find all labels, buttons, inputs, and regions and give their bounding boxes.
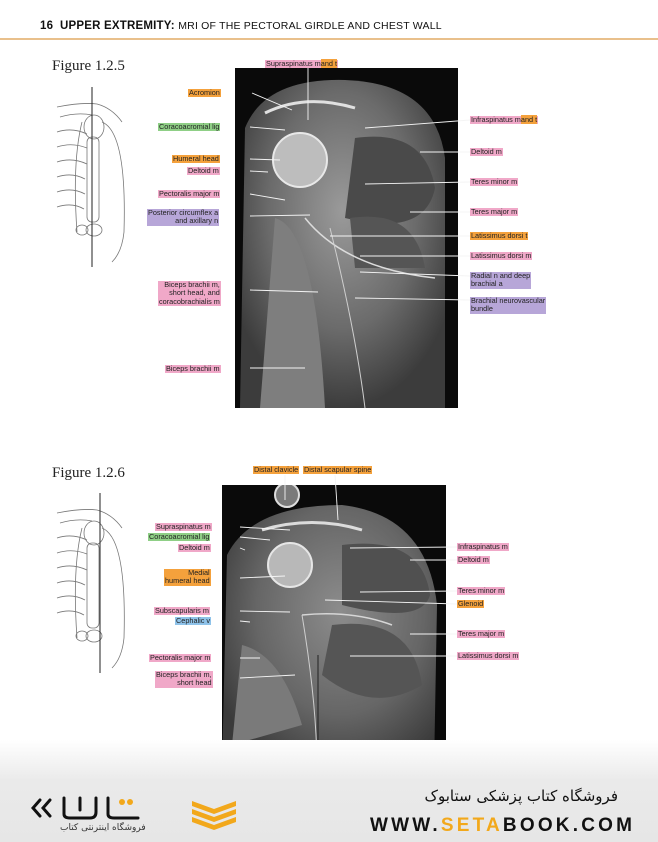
mri-image-figure-1-2-5 — [235, 68, 458, 408]
label-deltoid-left: Deltoid m — [187, 166, 220, 176]
store-name: فروشگاه کتاب پزشکی ستابوک — [424, 787, 618, 805]
label-humeral-head: Humeral head — [172, 154, 220, 164]
website-url[interactable]: WWW.SETABOOK.COM — [370, 815, 635, 837]
label-subscapularis: Subscapularis m — [154, 606, 210, 616]
label-supraspinatus: Supraspinatus mand t — [265, 59, 338, 69]
logo-tagline: فروشگاه اینترنتی کتاب — [60, 823, 146, 833]
label-biceps-short-head: Biceps brachii m, short head, and coraco… — [158, 280, 221, 306]
label-supraspinatus-muscle: Supraspinatus m — [266, 59, 321, 68]
figure-1-2-6-title: Figure 1.2.6 — [52, 465, 125, 481]
label-distal-scapular-spine: Distal scapular spine — [303, 465, 373, 475]
label-teres-minor: Teres minor m — [470, 177, 519, 187]
label-pectoralis-major: Pectoralis major m — [158, 189, 221, 199]
label-supraspinatus-tendon: and t — [320, 59, 337, 68]
figure-1-2-5-title: Figure 1.2.5 — [52, 58, 125, 74]
label-cephalic-vein: Cephalic v — [175, 616, 212, 626]
label-medial-humeral-head: Medial humeral head — [164, 568, 211, 586]
website-suffix: BOOK.COM — [502, 815, 636, 836]
label-deltoid-right: Deltoid m — [470, 147, 503, 157]
section-subtitle: MRI OF THE PECTORAL GIRDLE AND CHEST WAL… — [178, 20, 442, 32]
label-coracoacromial-2: Coracoacromial lig — [148, 532, 211, 542]
label-deltoid-left-2: Deltoid m — [178, 543, 211, 553]
label-infraspinatus-tendon: and t — [520, 115, 538, 124]
label-latissimus-muscle: Latissimus dorsi m — [470, 251, 533, 261]
label-teres-major: Teres major m — [470, 207, 519, 217]
label-brachial-bundle: Brachial neurovascular bundle — [470, 296, 547, 314]
book-mark-icon — [192, 801, 236, 830]
label-deltoid-right-2: Deltoid m — [457, 555, 490, 565]
label-latissimus-tendon: Latissimus dorsi t — [470, 231, 529, 241]
website-prefix: WWW. — [370, 815, 441, 836]
section-title: UPPER EXTREMITY: — [60, 20, 175, 32]
label-infraspinatus: Infraspinatus mand t — [470, 115, 539, 125]
label-glenoid: Glenoid — [457, 599, 485, 609]
label-biceps-short-2: Biceps brachii m, short head — [155, 670, 213, 688]
footer-fade — [0, 740, 658, 842]
header-rule — [0, 38, 658, 40]
label-teres-major-2: Teres major m — [457, 629, 506, 639]
label-distal-clavicle: Distal clavicle — [253, 465, 300, 475]
label-infraspinatus-muscle: Infraspinatus m — [471, 115, 521, 124]
label-pectoralis-2: Pectoralis major m — [149, 653, 212, 663]
website-accent: SETA — [440, 815, 503, 836]
label-posterior-circumflex: Posterior circumflex a and axillary n — [147, 208, 220, 226]
running-header: 16 UPPER EXTREMITY: MRI OF THE PECTORAL … — [40, 20, 442, 32]
label-latissimus-2: Latissimus dorsi m — [457, 651, 520, 661]
page-number: 16 — [40, 20, 54, 32]
label-infraspinatus-2: Infraspinatus m — [457, 542, 509, 552]
label-coracoacromial-lig: Coracoacromial lig — [158, 122, 221, 132]
label-teres-minor-2: Teres minor m — [457, 586, 506, 596]
shoulder-sketch-1 — [56, 87, 125, 267]
label-supraspinatus-2: Supraspinatus m — [155, 522, 212, 532]
label-radial-nerve: Radial n and deep brachial a — [470, 271, 532, 289]
label-biceps-brachii: Biceps brachii m — [165, 364, 221, 374]
setabook-logo — [31, 796, 140, 820]
label-acromion: Acromion — [188, 88, 221, 98]
shoulder-sketch-2 — [56, 493, 125, 673]
mri-image-figure-1-2-6 — [222, 485, 446, 770]
